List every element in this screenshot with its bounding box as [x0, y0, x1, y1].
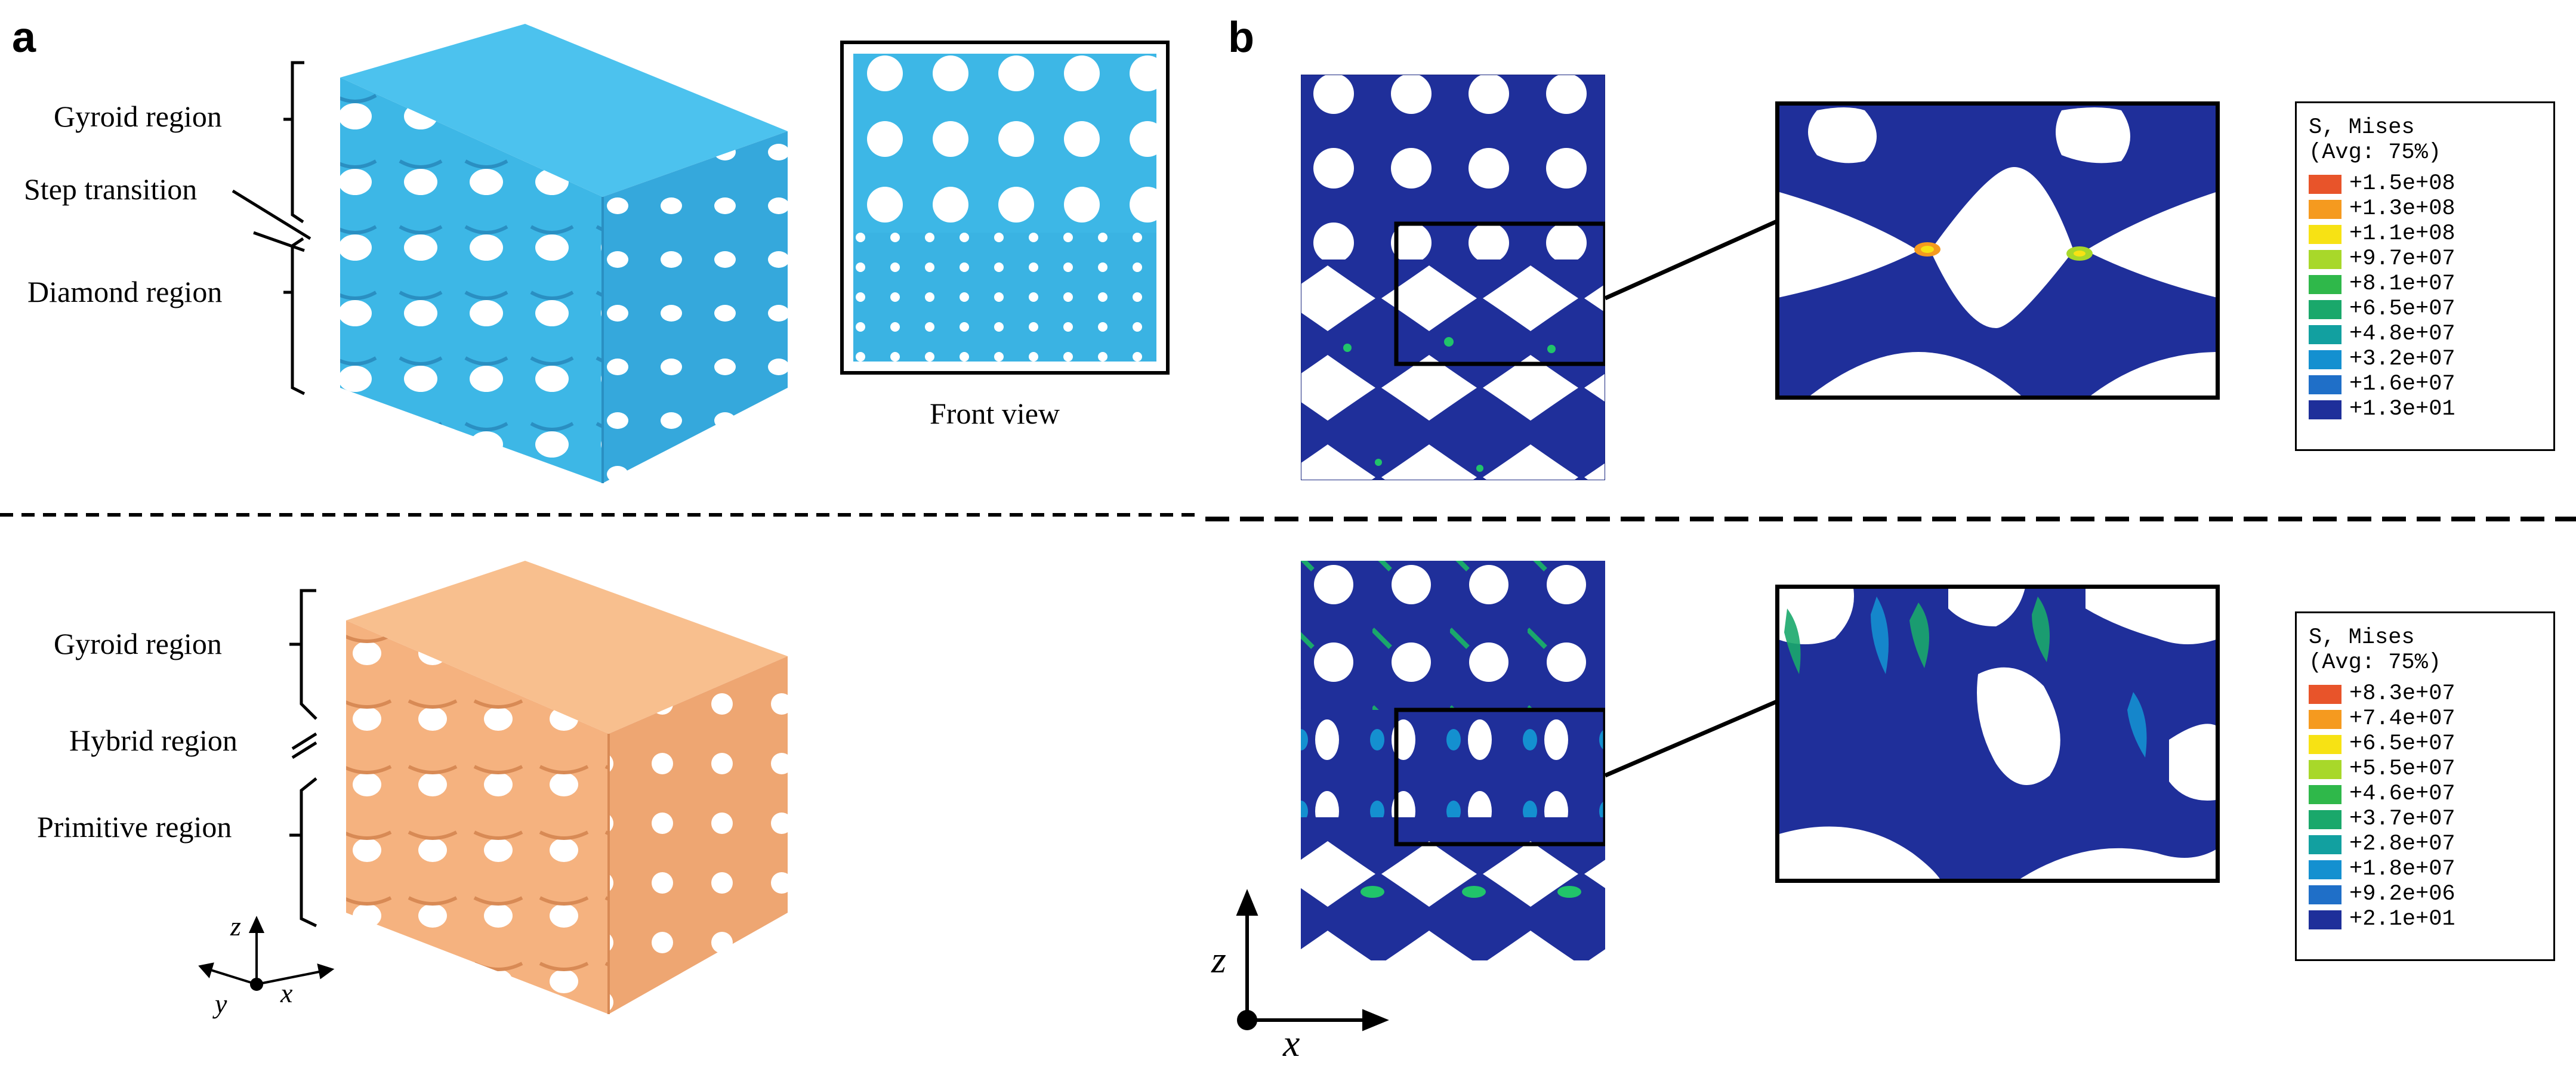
panel-letter-a: a [12, 14, 36, 61]
legend-top-swatch-9 [2309, 400, 2341, 419]
dashed-separator [0, 513, 2576, 521]
legend-bottom-value-5: +3.7e+07 [2349, 807, 2455, 832]
legend-bottom-swatch-7 [2309, 860, 2341, 879]
legend-top: S, Mises (Avg: 75%) +1.5e+08 +1.3e+08 +1… [2295, 101, 2555, 451]
axis-label-y-small: y [212, 988, 227, 1019]
label-primitive-region: Primitive region [37, 810, 232, 844]
legend-bottom-title-2: (Avg: 75%) [2309, 650, 2442, 675]
fem-bottom-connector [1604, 699, 1778, 778]
legend-top-swatch-2 [2309, 225, 2341, 244]
axis-label-x-small: x [280, 978, 293, 1008]
legend-top-swatch-3 [2309, 250, 2341, 269]
legend-top-value-6: +4.8e+07 [2349, 322, 2455, 347]
legend-top-value-1: +1.3e+08 [2349, 196, 2455, 221]
legend-bottom-swatch-0 [2309, 685, 2341, 704]
legend-top-value-3: +9.7e+07 [2349, 246, 2455, 271]
bottom-brackets [289, 589, 317, 928]
axis-label-z-small: z [230, 911, 241, 941]
fem-top-connector [1604, 218, 1778, 301]
legend-bottom-value-3: +5.5e+07 [2349, 756, 2455, 781]
legend-bottom-value-1: +7.4e+07 [2349, 706, 2455, 731]
legend-top-value-9: +1.3e+01 [2349, 397, 2455, 422]
legend-top-swatch-0 [2309, 175, 2341, 194]
label-diamond-region: Diamond region [27, 275, 223, 308]
legend-top-value-2: +1.1e+08 [2349, 221, 2455, 246]
legend-top-swatch-6 [2309, 325, 2341, 344]
label-gyroid-region-top: Gyroid region [54, 100, 222, 133]
top-brackets [232, 61, 311, 396]
blue-lattice-3d [340, 24, 788, 483]
legend-top-value-5: +6.5e+07 [2349, 296, 2455, 322]
panel-letter-b: b [1228, 14, 1254, 61]
legend-top-value-7: +3.2e+07 [2349, 347, 2455, 372]
legend-top-swatch-4 [2309, 275, 2341, 294]
legend-top-title-1: S, Mises [2309, 115, 2415, 140]
legend-top-swatch-8 [2309, 375, 2341, 394]
legend-bottom-value-9: +2.1e+01 [2349, 907, 2455, 932]
legend-top-value-4: +8.1e+07 [2349, 271, 2455, 296]
legend-top-swatch-1 [2309, 200, 2341, 219]
legend-bottom-swatch-6 [2309, 835, 2341, 854]
fem-bottom-full [1301, 561, 1605, 960]
legend-bottom-value-4: +4.6e+07 [2349, 781, 2455, 807]
legend-bottom-swatch-4 [2309, 785, 2341, 804]
legend-bottom-swatch-8 [2309, 885, 2341, 904]
legend-bottom-swatch-3 [2309, 760, 2341, 779]
legend-top-value-0: +1.5e+08 [2349, 171, 2455, 196]
legend-top-swatch-5 [2309, 300, 2341, 319]
label-hybrid-region: Hybrid region [69, 724, 237, 757]
legend-top-title-2: (Avg: 75%) [2309, 140, 2442, 165]
legend-bottom-scale: +8.3e+07 +7.4e+07 +6.5e+07 +5.5e+07 +4.6… [2309, 681, 2547, 947]
legend-bottom: S, Mises (Avg: 75%) +8.3e+07 +7.4e+07 +6… [2295, 611, 2555, 961]
axes-zx-large: z x [1211, 889, 1389, 1062]
legend-bottom-value-7: +1.8e+07 [2349, 857, 2455, 882]
front-view-image [840, 41, 1170, 375]
legend-bottom-value-0: +8.3e+07 [2349, 681, 2455, 706]
legend-bottom-value-8: +9.2e+06 [2349, 882, 2455, 907]
label-gyroid-region-bottom: Gyroid region [54, 627, 222, 660]
legend-top-swatch-7 [2309, 350, 2341, 369]
legend-bottom-swatch-2 [2309, 735, 2341, 754]
orange-lattice-3d [346, 561, 788, 1014]
legend-bottom-swatch-5 [2309, 810, 2341, 829]
fem-top-full [1301, 75, 1605, 480]
legend-bottom-title-1: S, Mises [2309, 625, 2415, 650]
axis-label-x-large: x [1282, 1022, 1300, 1062]
axes-xyz-small: z y x [198, 911, 335, 1019]
legend-bottom-swatch-9 [2309, 910, 2341, 929]
label-step-transition: Step transition [24, 172, 198, 206]
legend-bottom-swatch-1 [2309, 710, 2341, 729]
legend-top-scale: +1.5e+08 +1.3e+08 +1.1e+08 +9.7e+07 +8.1… [2309, 171, 2547, 437]
legend-bottom-value-6: +2.8e+07 [2349, 832, 2455, 857]
legend-bottom-value-2: +6.5e+07 [2349, 731, 2455, 756]
fem-top-zoom [1775, 101, 2220, 400]
front-view-caption: Front view [930, 397, 1060, 430]
legend-top-value-8: +1.6e+07 [2349, 372, 2455, 397]
fem-bottom-zoom [1775, 585, 2220, 883]
axis-label-z-large: z [1211, 938, 1226, 981]
